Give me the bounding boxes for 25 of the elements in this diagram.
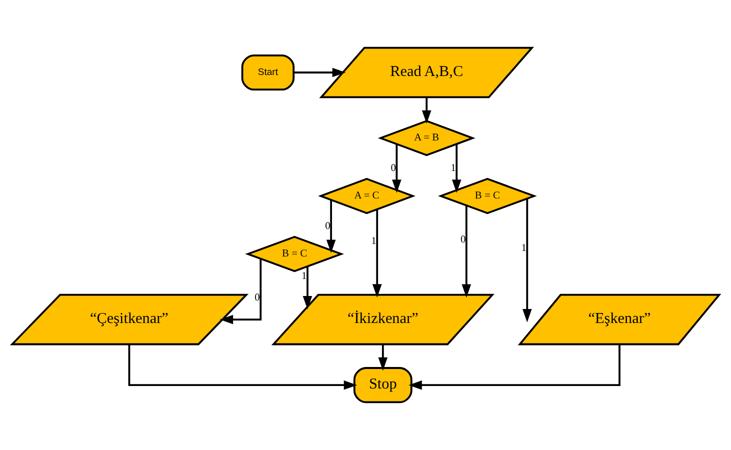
arrow xyxy=(128,344,358,390)
edge-label: 0 xyxy=(460,234,466,246)
edge-label: 1 xyxy=(302,270,307,282)
arrow xyxy=(378,344,388,371)
arrow xyxy=(452,144,462,193)
arrow xyxy=(422,97,432,124)
arrow xyxy=(302,266,312,310)
edge-label: 1 xyxy=(371,236,376,248)
arrow xyxy=(326,200,336,254)
edge-label: 1 xyxy=(450,162,456,174)
node-diamond: A = B xyxy=(378,120,476,156)
edge-label: 1 xyxy=(521,243,526,254)
node-box: Start xyxy=(241,54,295,91)
edge-label: 0 xyxy=(325,220,330,232)
arrow xyxy=(372,209,382,298)
node-box: Stop xyxy=(353,367,412,404)
arrow xyxy=(462,206,472,298)
arrow xyxy=(392,144,402,193)
arrow xyxy=(220,258,262,324)
edge-label: 0 xyxy=(390,162,396,174)
arrow xyxy=(294,68,346,78)
arrow xyxy=(522,198,532,322)
edge-label: 0 xyxy=(254,292,260,304)
node-diamond: B = C xyxy=(245,236,344,272)
arrow xyxy=(408,344,620,390)
